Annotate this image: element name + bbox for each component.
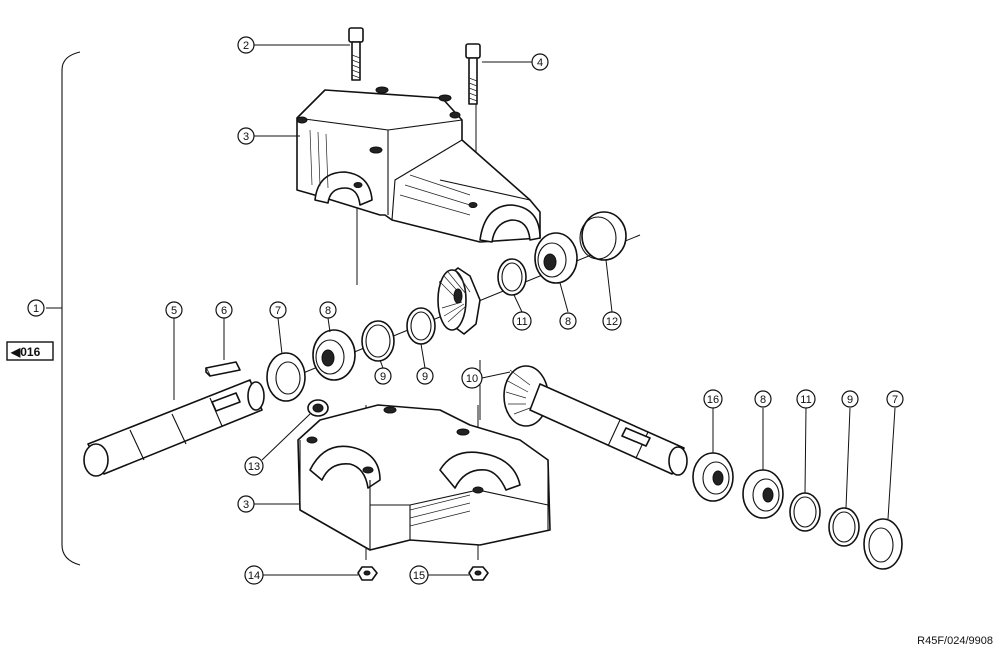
callout-2[interactable]: 2: [237, 36, 255, 54]
seal-right: [863, 518, 903, 570]
callout-1[interactable]: 1: [27, 299, 45, 317]
callout-2-label: 2: [243, 40, 249, 52]
callout-15[interactable]: 15: [409, 565, 429, 585]
callout-9-a[interactable]: 9: [374, 367, 392, 385]
callout-8-middle-label: 8: [325, 305, 331, 317]
output-shaft: [503, 365, 688, 476]
reference-page: 016: [20, 345, 40, 359]
drawing-code: R45F/024/9908: [917, 635, 993, 647]
key-6: [205, 361, 241, 377]
callout-7-right[interactable]: 7: [886, 390, 904, 408]
callout-3-upper[interactable]: 3: [237, 127, 255, 145]
leader-lines: [173, 44, 896, 576]
lower-housing: [297, 404, 551, 551]
seal-left: [266, 352, 306, 402]
callout-4-label: 4: [537, 57, 543, 69]
bolt-2: [348, 27, 364, 81]
bearing-right: [742, 469, 784, 519]
bearing-upper: [534, 232, 578, 284]
callout-11-upper-label: 11: [516, 316, 527, 328]
callout-8-upper-label: 8: [565, 316, 571, 328]
circlip-upper-a: [406, 307, 436, 345]
callout-10-label: 10: [466, 373, 478, 385]
callout-11-upper[interactable]: 11: [512, 311, 532, 331]
callout-7-left-label: 7: [275, 305, 281, 317]
bevel-pinion-10: [437, 267, 481, 335]
callout-5-label: 5: [171, 305, 177, 317]
assembly-bracket: [61, 51, 81, 566]
callout-11-lower-label: 11: [800, 394, 811, 406]
callout-9-b[interactable]: 9: [416, 367, 434, 385]
callout-14[interactable]: 14: [244, 565, 264, 585]
callout-5[interactable]: 5: [165, 301, 183, 319]
callout-12-label: 12: [606, 316, 618, 328]
callout-9-c[interactable]: 9: [841, 390, 859, 408]
circlip-lower: [828, 507, 860, 547]
callout-14-label: 14: [248, 570, 260, 582]
callout-12[interactable]: 12: [602, 311, 622, 331]
callout-16-label: 16: [707, 394, 719, 406]
callout-7-left[interactable]: 7: [269, 301, 287, 319]
callout-9-a-label: 9: [380, 371, 386, 383]
upper-housing: [296, 86, 541, 243]
callout-9-b-label: 9: [422, 371, 428, 383]
callout-6[interactable]: 6: [215, 301, 233, 319]
circlip-upper-b: [361, 320, 395, 362]
reference-arrow: ◀: [10, 345, 21, 359]
nut-14: [357, 566, 378, 581]
shim-lower: [789, 492, 821, 532]
breather-13: [307, 399, 329, 417]
callout-6-label: 6: [221, 305, 227, 317]
callout-3-upper-label: 3: [243, 131, 249, 143]
svg-text:◀016: ◀016: [10, 345, 41, 359]
callout-11-lower[interactable]: 11: [796, 389, 816, 409]
shim-upper: [497, 258, 527, 296]
callout-8-upper[interactable]: 8: [559, 312, 577, 330]
callout-1-label: 1: [33, 303, 39, 315]
bolt-4: [465, 43, 481, 105]
callout-9-c-label: 9: [847, 394, 853, 406]
callout-16[interactable]: 16: [703, 389, 723, 409]
callout-10[interactable]: 10: [461, 367, 483, 389]
callout-3-lower[interactable]: 3: [237, 495, 255, 513]
input-shaft-5: [83, 379, 265, 477]
callout-3-lower-label: 3: [243, 499, 249, 511]
callout-7-right-label: 7: [892, 394, 898, 406]
callout-15-label: 15: [413, 570, 425, 582]
callout-13[interactable]: 13: [244, 456, 264, 476]
callout-13-label: 13: [248, 461, 260, 473]
bearing-16: [692, 452, 734, 502]
callout-8-right-label: 8: [760, 394, 766, 406]
nut-15: [468, 566, 489, 581]
callout-8-right[interactable]: 8: [754, 390, 772, 408]
callout-4[interactable]: 4: [531, 53, 549, 71]
reference-box[interactable]: ◀016: [6, 341, 54, 361]
cap-12: [579, 211, 627, 261]
bearing-middle: [312, 329, 356, 381]
callout-8-middle[interactable]: 8: [319, 301, 337, 319]
